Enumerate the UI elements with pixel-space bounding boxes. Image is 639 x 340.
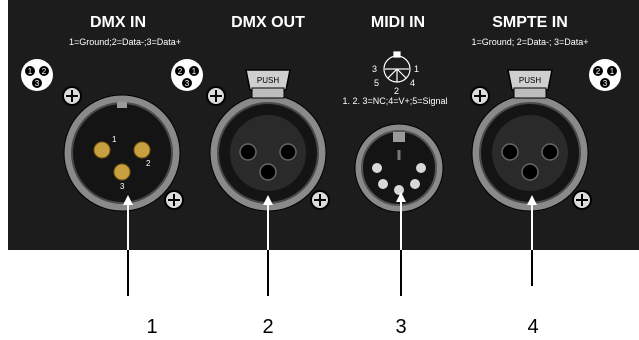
midi-pin-3: 3 [372,64,377,74]
midi-pinout-icon [383,51,411,83]
screw-icon [310,190,330,210]
leader-line-2 [263,195,273,296]
dmx-in-connector: 1 2 3 [63,94,181,212]
svg-text:3: 3 [185,79,190,88]
callout-number-4: 4 [527,316,538,338]
smpte-in-wiring: 1=Ground; 2=Data-; 3=Data+ [471,37,588,47]
svg-text:3: 3 [603,79,608,88]
svg-text:2: 2 [596,67,601,76]
smpte-in-pinout-icon: 2 1 3 [589,59,621,91]
svg-text:3: 3 [120,182,125,191]
dmx-out-title: DMX OUT [231,14,305,31]
leader-line-1 [123,195,133,296]
svg-text:PUSH: PUSH [257,76,279,85]
svg-text:1: 1 [610,67,615,76]
svg-text:1: 1 [112,135,117,144]
dmx-in-title: DMX IN [90,14,146,31]
screw-icon [164,190,184,210]
svg-text:2: 2 [146,159,151,168]
midi-pin-4: 4 [410,78,415,88]
leader-line-3 [396,192,406,296]
screw-icon [62,86,82,106]
dmx-out-push-latch[interactable]: PUSH [245,69,291,99]
callout-number-3: 3 [395,316,406,338]
midi-pin-5: 5 [374,78,379,88]
screw-icon [572,190,592,210]
midi-in-connector [354,123,444,213]
callout-number-2: 2 [262,316,273,338]
dmx-in-wiring: 1=Ground;2=Data-;3=Data+ [69,37,181,47]
smpte-in-connector [471,94,589,212]
dmx-out-connector [209,94,327,212]
svg-text:3: 3 [35,79,40,88]
svg-text:2: 2 [178,67,183,76]
svg-text:1: 1 [28,67,33,76]
svg-text:PUSH: PUSH [519,76,541,85]
screw-icon [470,86,490,106]
leader-line-4 [527,195,537,286]
svg-text:2: 2 [42,67,47,76]
midi-pin-2: 2 [394,86,399,96]
smpte-in-title: SMPTE IN [492,14,568,31]
callout-number-1: 1 [146,316,157,338]
midi-in-title: MIDI IN [371,14,425,31]
svg-text:1: 1 [192,67,197,76]
dmx-in-pinout-icon: 1 2 3 [21,59,53,91]
dmx-out-pinout-icon: 2 1 3 [171,59,203,91]
screw-icon [206,86,226,106]
midi-pin-1: 1 [414,64,419,74]
midi-in-wiring: 1. 2. 3=NC;4=V+;5=Signal [342,96,447,106]
smpte-in-push-latch[interactable]: PUSH [507,69,553,99]
